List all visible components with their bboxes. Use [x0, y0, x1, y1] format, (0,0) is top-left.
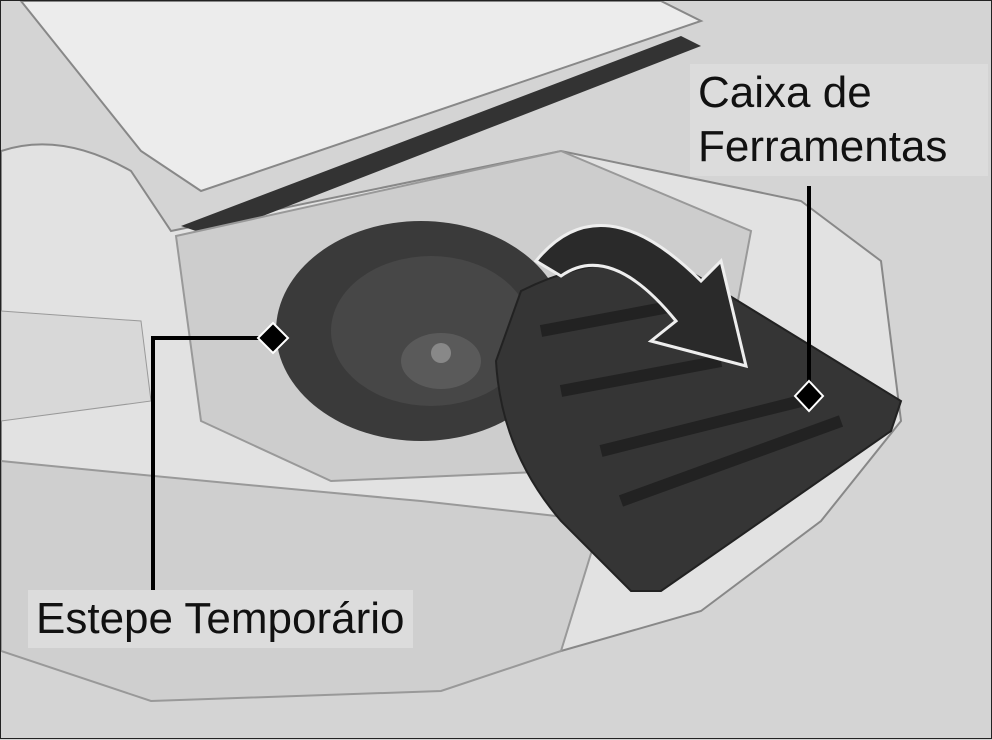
toolbox-label-line2: Ferramentas — [698, 122, 948, 171]
leader-toolbox — [793, 186, 825, 413]
trunk-lid — [19, 1, 704, 193]
spare-tire — [276, 221, 566, 441]
taillight-left — [1, 310, 152, 422]
arrow-icon — [533, 224, 749, 369]
leader-spare — [151, 321, 290, 596]
trunk-lid-edge — [181, 36, 701, 236]
spare-tire-label: Estepe Temporário — [28, 590, 413, 648]
toolbox-label: Caixa de Ferramentas — [690, 64, 988, 176]
toolbox-label-line1: Caixa de — [698, 68, 872, 117]
tool-tray — [494, 260, 903, 592]
